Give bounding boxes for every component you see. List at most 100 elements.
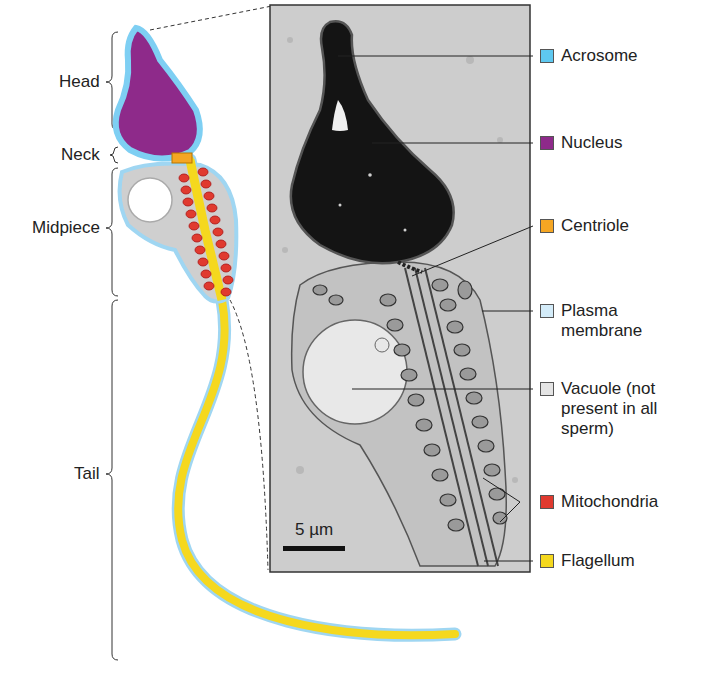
mitochondrion xyxy=(478,440,494,452)
section-label: Neck xyxy=(61,145,100,165)
leader-line xyxy=(500,502,520,522)
flagellum-line xyxy=(415,268,488,566)
mitochondrion xyxy=(440,494,456,506)
mitochondrion xyxy=(329,295,343,305)
mitochondrion xyxy=(201,180,211,188)
neck-bracket xyxy=(110,147,118,163)
mitochondrion xyxy=(210,216,220,224)
mitochondrion xyxy=(204,192,214,200)
flagellum-line xyxy=(425,268,498,566)
texture-dot xyxy=(466,56,474,64)
legend-swatch xyxy=(540,382,554,396)
leader-lines xyxy=(338,56,533,561)
mitochondrion xyxy=(198,168,208,176)
zoom-line xyxy=(230,300,268,570)
texture-dot xyxy=(287,37,293,43)
mitochondrion xyxy=(380,294,396,306)
mitochondrion xyxy=(216,240,226,248)
mitochondrion xyxy=(424,444,440,456)
legend-label: Plasma membrane xyxy=(561,301,656,341)
legend-label: Acrosome xyxy=(561,46,701,66)
texture-dot xyxy=(296,466,304,474)
section-label: Head xyxy=(59,72,100,92)
mitochondrion xyxy=(192,234,202,242)
speck xyxy=(404,229,407,232)
electron-micrograph xyxy=(270,5,530,572)
mitochondrion xyxy=(454,344,470,356)
mitochondrion xyxy=(219,252,229,260)
texture-dot xyxy=(282,247,288,253)
mitochondrion xyxy=(181,186,191,194)
mitochondrion xyxy=(472,416,488,428)
mitochondrion xyxy=(401,369,417,381)
mitochondrion xyxy=(484,464,500,476)
mitochondrion xyxy=(183,198,193,206)
mitochondrion xyxy=(394,344,410,356)
nuclear-vacuole xyxy=(332,100,348,131)
zoom-line xyxy=(150,6,272,30)
centriole xyxy=(172,153,192,163)
scale-bar xyxy=(283,546,345,551)
mitochondrion xyxy=(458,281,472,299)
mitochondrion xyxy=(186,210,196,218)
mitochondrion xyxy=(207,204,217,212)
mitochondrion xyxy=(460,368,476,380)
legend-label: Centriole xyxy=(561,216,701,236)
vacuole xyxy=(128,178,172,222)
micrograph-mitochondria xyxy=(313,279,507,531)
micrograph-centriole xyxy=(398,262,422,272)
mitochondrion xyxy=(198,258,208,266)
leader-line xyxy=(352,389,533,390)
mitochondrion xyxy=(416,419,432,431)
mitochondria xyxy=(179,168,233,296)
legend-label: Vacuole (not present in all sperm) xyxy=(561,379,667,439)
texture-dot xyxy=(512,477,518,483)
mitochondrion xyxy=(313,285,327,295)
legend-swatch xyxy=(540,304,554,318)
leader-line xyxy=(484,561,533,562)
mitochondrion xyxy=(221,264,231,272)
legend-swatch xyxy=(540,554,554,568)
micrograph-nucleus xyxy=(291,21,454,263)
leader-line xyxy=(412,226,533,276)
mitochondrion xyxy=(189,222,199,230)
leader-line xyxy=(338,56,533,57)
flagellum-line xyxy=(405,268,478,566)
legend-swatch xyxy=(540,495,554,509)
micrograph-frame xyxy=(270,5,530,572)
mitochondrion xyxy=(493,512,507,524)
leader-line xyxy=(483,478,520,502)
mitochondrion xyxy=(432,279,448,291)
legend-label: Flagellum xyxy=(561,551,701,571)
tail-bracket xyxy=(106,300,118,660)
mitochondrion xyxy=(204,282,214,290)
micrograph-flagellum xyxy=(405,268,498,566)
speck xyxy=(368,173,372,177)
mitochondrion xyxy=(223,276,233,284)
legend-swatch xyxy=(540,49,554,63)
vacuole-detail xyxy=(375,338,389,352)
mitochondrion xyxy=(440,299,456,311)
speck xyxy=(339,204,342,207)
mitochondrion xyxy=(221,288,231,296)
legend-label: Mitochondria xyxy=(561,492,701,512)
legend-swatch xyxy=(540,136,554,150)
scale-label: 5 µm xyxy=(295,520,333,540)
nucleus-specks xyxy=(339,173,407,231)
mitochondrion xyxy=(201,270,211,278)
mitochondrion xyxy=(213,228,223,236)
mitochondrion xyxy=(466,392,482,404)
mitochondrion xyxy=(387,319,403,331)
head-acrosome-nucleus xyxy=(116,28,200,159)
mitochondrion xyxy=(195,246,205,254)
texture-dot xyxy=(497,137,503,143)
leader-line xyxy=(482,311,533,312)
section-label: Tail xyxy=(74,464,100,484)
midpiece-bracket xyxy=(106,168,118,296)
legend-swatch xyxy=(540,219,554,233)
leader-line xyxy=(372,143,533,144)
micrograph-vacuole xyxy=(303,320,407,424)
mitochondrion xyxy=(432,469,448,481)
legend-label: Nucleus xyxy=(561,133,701,153)
